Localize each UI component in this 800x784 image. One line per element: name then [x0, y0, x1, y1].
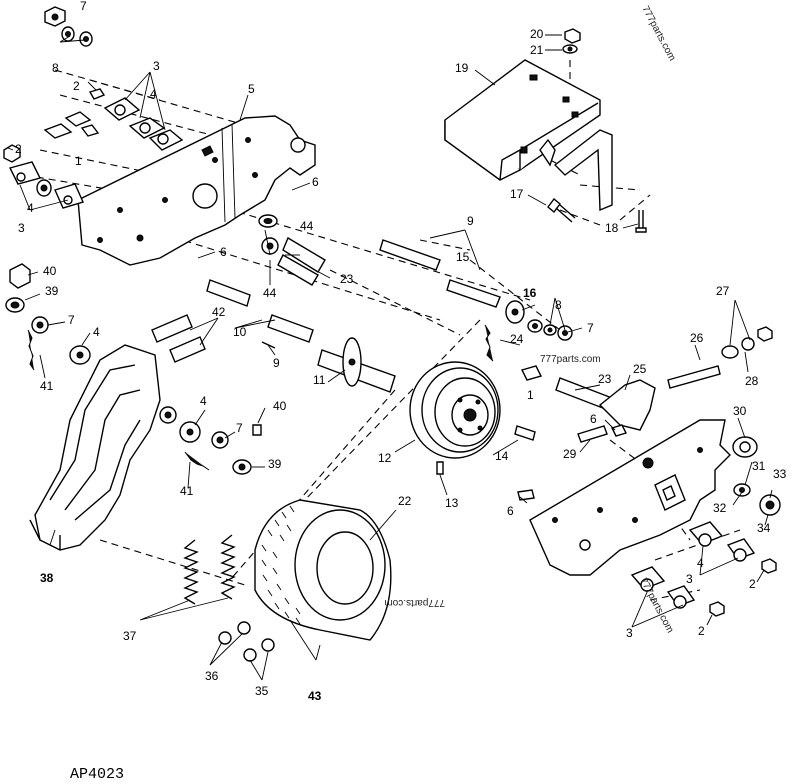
lower-right-hardware: [630, 521, 777, 617]
callout-4: 4: [27, 201, 34, 215]
callout-22: 22: [398, 494, 412, 508]
callout-11: 11: [313, 373, 326, 387]
callout-21: 21: [530, 43, 544, 57]
callout-33: 33: [773, 467, 787, 481]
callout-9: 9: [467, 214, 474, 228]
right-mounting-plate: [529, 419, 781, 576]
callout-7: 7: [236, 421, 243, 435]
callout-30: 30: [733, 404, 747, 418]
callout-27: 27: [716, 284, 730, 298]
callout-7: 7: [68, 313, 75, 327]
callout-24: 24: [510, 332, 524, 346]
callout-42: 42: [212, 305, 226, 319]
callout-3: 3: [18, 221, 25, 235]
callout-8: 8: [52, 61, 59, 75]
side-guard: [29, 344, 177, 551]
callout-39: 39: [45, 284, 59, 298]
callout-labels: 7 8 3 2 4 5 1 2 4 3 6 44 6 44 23 9 15 40…: [15, 0, 787, 703]
callout-8: 8: [555, 298, 562, 312]
callout-15: 15: [456, 250, 470, 264]
right-hardware: [484, 300, 773, 501]
callout-19: 19: [455, 61, 469, 75]
watermark: 777parts.com: [639, 4, 677, 63]
callout-7: 7: [587, 321, 594, 335]
callout-12: 12: [378, 451, 392, 465]
callout-4: 4: [697, 556, 704, 570]
callout-29: 29: [563, 447, 577, 461]
callout-23: 23: [340, 272, 354, 286]
callout-41: 41: [40, 379, 54, 393]
callout-9: 9: [273, 356, 280, 370]
shafts-and-pins: [206, 214, 613, 411]
belt-shield: [444, 28, 613, 212]
callout-10: 10: [233, 325, 247, 339]
callout-7: 7: [80, 0, 87, 13]
leader-lines: [7, 34, 773, 681]
callout-1: 1: [527, 388, 534, 402]
callout-14: 14: [495, 449, 509, 463]
callout-4: 4: [93, 325, 100, 339]
callout-6: 6: [507, 504, 514, 518]
left-chain-hardware: [5, 263, 206, 371]
callout-2: 2: [749, 577, 756, 591]
wheel-rim: [409, 361, 536, 475]
callout-40: 40: [43, 264, 57, 278]
callout-4: 4: [200, 394, 207, 408]
callout-3: 3: [686, 572, 693, 586]
callout-36: 36: [205, 669, 219, 683]
callout-40: 40: [273, 399, 287, 413]
watermark: 777parts.com: [384, 597, 445, 608]
callout-16: 16: [523, 286, 537, 300]
left-bracket-hardware: [3, 144, 84, 209]
watermark: 777parts.com: [637, 576, 675, 635]
callout-38: 38: [40, 571, 54, 585]
callout-37: 37: [123, 629, 137, 643]
callout-26: 26: [690, 331, 704, 345]
callout-18: 18: [605, 221, 619, 235]
left-mounting-plate: [77, 115, 316, 266]
callout-28: 28: [745, 374, 759, 388]
callout-43: 43: [308, 689, 322, 703]
callout-2: 2: [698, 624, 705, 638]
springs: [183, 534, 275, 662]
upper-left-hardware: [43, 6, 184, 151]
tire: [254, 499, 392, 641]
callout-6: 6: [312, 175, 319, 189]
callout-3: 3: [626, 626, 633, 640]
middle-hardware: [179, 421, 262, 475]
callout-41: 41: [180, 484, 194, 498]
callout-2: 2: [73, 79, 80, 93]
callout-6: 6: [590, 412, 597, 426]
callout-44: 44: [263, 286, 277, 300]
callout-5: 5: [248, 82, 255, 96]
callout-34: 34: [757, 521, 771, 535]
callout-39: 39: [268, 457, 282, 471]
watermark: 777parts.com: [540, 354, 601, 365]
callout-23: 23: [598, 372, 612, 386]
diagram-code: AP4023: [70, 766, 124, 783]
callout-4: 4: [150, 87, 157, 101]
shield-bolts: [547, 197, 647, 233]
callout-2: 2: [15, 142, 22, 156]
callout-32: 32: [713, 501, 727, 515]
callout-1: 1: [75, 154, 82, 168]
callout-6: 6: [220, 245, 227, 259]
callout-20: 20: [530, 27, 544, 41]
callout-44: 44: [300, 219, 314, 233]
callout-31: 31: [752, 459, 766, 473]
callout-13: 13: [445, 496, 459, 510]
callout-17: 17: [510, 187, 524, 201]
callout-25: 25: [633, 362, 647, 376]
axle-hub: [317, 337, 396, 393]
callout-3: 3: [153, 59, 160, 73]
callout-35: 35: [255, 684, 269, 698]
